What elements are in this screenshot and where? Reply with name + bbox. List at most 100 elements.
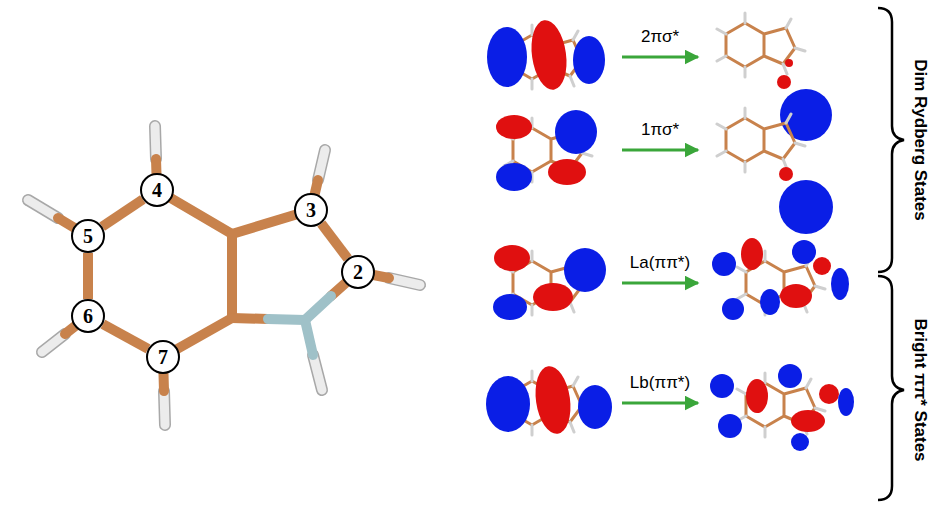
- nitrogen-bonds: [268, 319, 305, 320]
- transition-label: 1πσ*: [641, 121, 679, 140]
- orbital-la-pi-star: [741, 238, 763, 270]
- orbital-lb-pi-star: [746, 379, 768, 413]
- orbital-la-pi-star: [813, 257, 831, 275]
- orbital-sigma-star-2: [777, 75, 791, 89]
- label-text: 2πσ*: [641, 27, 679, 46]
- nitrogen-bonds: [305, 296, 331, 320]
- transition-label: La(ππ*): [630, 254, 690, 273]
- orbital-sigma-star-1: [717, 108, 833, 234]
- atom-number: 6: [83, 306, 93, 326]
- group-brackets: [878, 8, 904, 272]
- label-text: Bright ππ* States: [911, 318, 930, 461]
- transition-arrows: [622, 56, 698, 59]
- atom-number-circle: 2: [341, 255, 375, 289]
- atom-number-circle: 7: [146, 340, 180, 374]
- transition-arrows: [622, 282, 698, 285]
- label-text: Dim Rydberg States: [911, 59, 930, 221]
- orbital-lb-pi: [531, 364, 574, 436]
- bond-line: [321, 224, 347, 259]
- orbital-sigma-star-2: [785, 59, 793, 67]
- orbital-lb-pi-star: [710, 374, 734, 398]
- label-text: Lb(ππ*): [630, 373, 690, 392]
- carbon-bonds: [232, 318, 268, 319]
- orbital-la-pi-star: [780, 284, 812, 308]
- nitrogen-bonds: [268, 296, 331, 355]
- group-label: Bright ππ* States: [911, 318, 930, 461]
- orbital-lb-pi: [486, 376, 530, 432]
- orbital-lb-pi: [578, 385, 612, 429]
- transition-label: 2πσ*: [641, 28, 679, 47]
- carbon-bonds: [58, 159, 389, 391]
- atom-number: 7: [158, 347, 168, 367]
- orbital-2pi: [487, 27, 527, 87]
- orbital-sigma-star-2: [717, 13, 832, 141]
- bond-line: [102, 199, 143, 226]
- hydrogen-outline: [28, 126, 420, 425]
- transition-label: Lb(ππ*): [630, 374, 690, 393]
- atom-number-circle: 6: [71, 299, 105, 333]
- atom-number: 4: [152, 180, 162, 200]
- orbital-la-pi: [493, 245, 606, 320]
- atom-number: 3: [306, 200, 316, 220]
- orbital-lb-pi-star: [791, 410, 825, 432]
- hydrogen-outline: [313, 355, 322, 390]
- orbital-la-pi-star: [712, 238, 849, 320]
- carbon-bonds: [227, 234, 237, 318]
- group-brackets: [878, 276, 904, 500]
- orbital-la-pi: [533, 283, 573, 311]
- orbital-sigma-star-1: [779, 167, 793, 181]
- orbital-1pi: [555, 110, 597, 154]
- label-text: La(ππ*): [630, 253, 690, 272]
- orbital-2pi: [527, 18, 570, 92]
- group-label: Dim Rydberg States: [911, 59, 930, 221]
- orbital-lb-pi-star: [718, 414, 742, 438]
- orbital-la-pi-star: [760, 289, 780, 315]
- hydrogen-bonds: [28, 126, 420, 425]
- hydrogen-bonds: [28, 200, 58, 218]
- orbital-la-pi-star: [792, 240, 816, 264]
- orbital-1pi: [496, 115, 532, 139]
- hydrogen-outline: [28, 200, 58, 218]
- orbital-1pi: [496, 163, 532, 191]
- atom-number-circle: 5: [71, 219, 105, 253]
- nitrogen-bonds: [305, 320, 313, 355]
- orbital-lb-pi-star: [710, 364, 854, 451]
- orbital-2pi: [487, 18, 605, 92]
- orbital-la-pi: [494, 245, 530, 271]
- orbital-sigma-star-2: [717, 13, 805, 77]
- orbital-2pi: [573, 36, 605, 84]
- atom-number: 2: [353, 262, 363, 282]
- bond-line: [103, 324, 148, 349]
- hydrogen-bonds: [313, 355, 322, 390]
- orbital-lb-pi-star: [778, 364, 802, 388]
- orbital-lb-pi-star: [838, 388, 854, 416]
- orbital-la-pi-star: [831, 268, 849, 300]
- atom-number: 5: [83, 226, 93, 246]
- group-brackets: [878, 8, 904, 500]
- hydrogen-bonds: [164, 391, 165, 425]
- orbital-la-pi-star: [712, 252, 736, 276]
- orbital-lb-pi-star: [819, 384, 839, 404]
- orbital-sigma-star-1: [717, 108, 805, 172]
- orbital-sigma-star-1: [779, 180, 833, 234]
- transition-arrows: [622, 149, 698, 152]
- orbital-lb-pi: [486, 364, 612, 436]
- atom-number-circle: 3: [294, 193, 328, 227]
- orbital-la-pi: [493, 294, 527, 320]
- transition-arrows: [622, 57, 698, 403]
- orbital-la-pi-star: [722, 298, 744, 320]
- transition-arrows: [622, 402, 698, 405]
- orbital-1pi: [548, 159, 586, 185]
- bond-line: [83, 253, 93, 299]
- hydrogen-outline: [164, 391, 165, 425]
- orbital-lb-pi-star: [791, 433, 809, 451]
- orbital-sigma-star-2: [780, 89, 832, 141]
- label-text: 1πσ*: [641, 120, 679, 139]
- orbital-la-pi: [564, 248, 606, 292]
- orbital-1pi: [496, 110, 597, 191]
- atom-number-circle: 4: [140, 173, 174, 207]
- molecule-bonds: [28, 126, 420, 425]
